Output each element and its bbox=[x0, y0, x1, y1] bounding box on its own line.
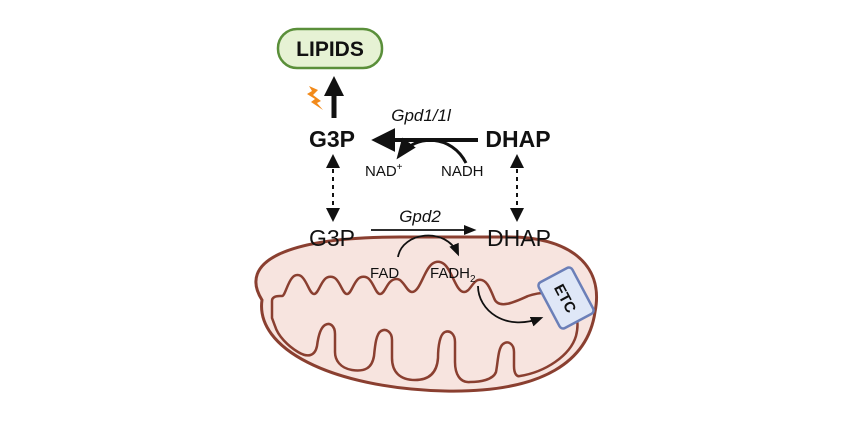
lipids-label: LIPIDS bbox=[296, 38, 364, 61]
enzyme-gpd2-label: Gpd2 bbox=[399, 207, 441, 226]
g3p-top-label: G3P bbox=[309, 126, 355, 152]
enzyme-gpd1-label: Gpd1/1l bbox=[391, 106, 452, 125]
fad-to-fadh2-curve bbox=[397, 234, 459, 258]
dhap-bottom-label: DHAP bbox=[487, 225, 551, 251]
nad-label: NAD+ bbox=[365, 162, 403, 180]
mitochondrion bbox=[254, 235, 598, 393]
fad-label: FAD bbox=[370, 265, 399, 282]
nadh-to-nad-curve bbox=[396, 137, 468, 164]
dhap-top-label: DHAP bbox=[485, 126, 550, 152]
nadh-label: NADH bbox=[441, 163, 484, 180]
fadh2-label: FADH2 bbox=[430, 265, 476, 285]
lightning-icon bbox=[307, 86, 323, 110]
g3p-bottom-label: G3P bbox=[309, 225, 355, 251]
lipids-box: LIPIDS bbox=[276, 27, 384, 70]
fadh2-to-etc-curve bbox=[477, 285, 544, 327]
etc-complex: ETC bbox=[537, 266, 595, 330]
